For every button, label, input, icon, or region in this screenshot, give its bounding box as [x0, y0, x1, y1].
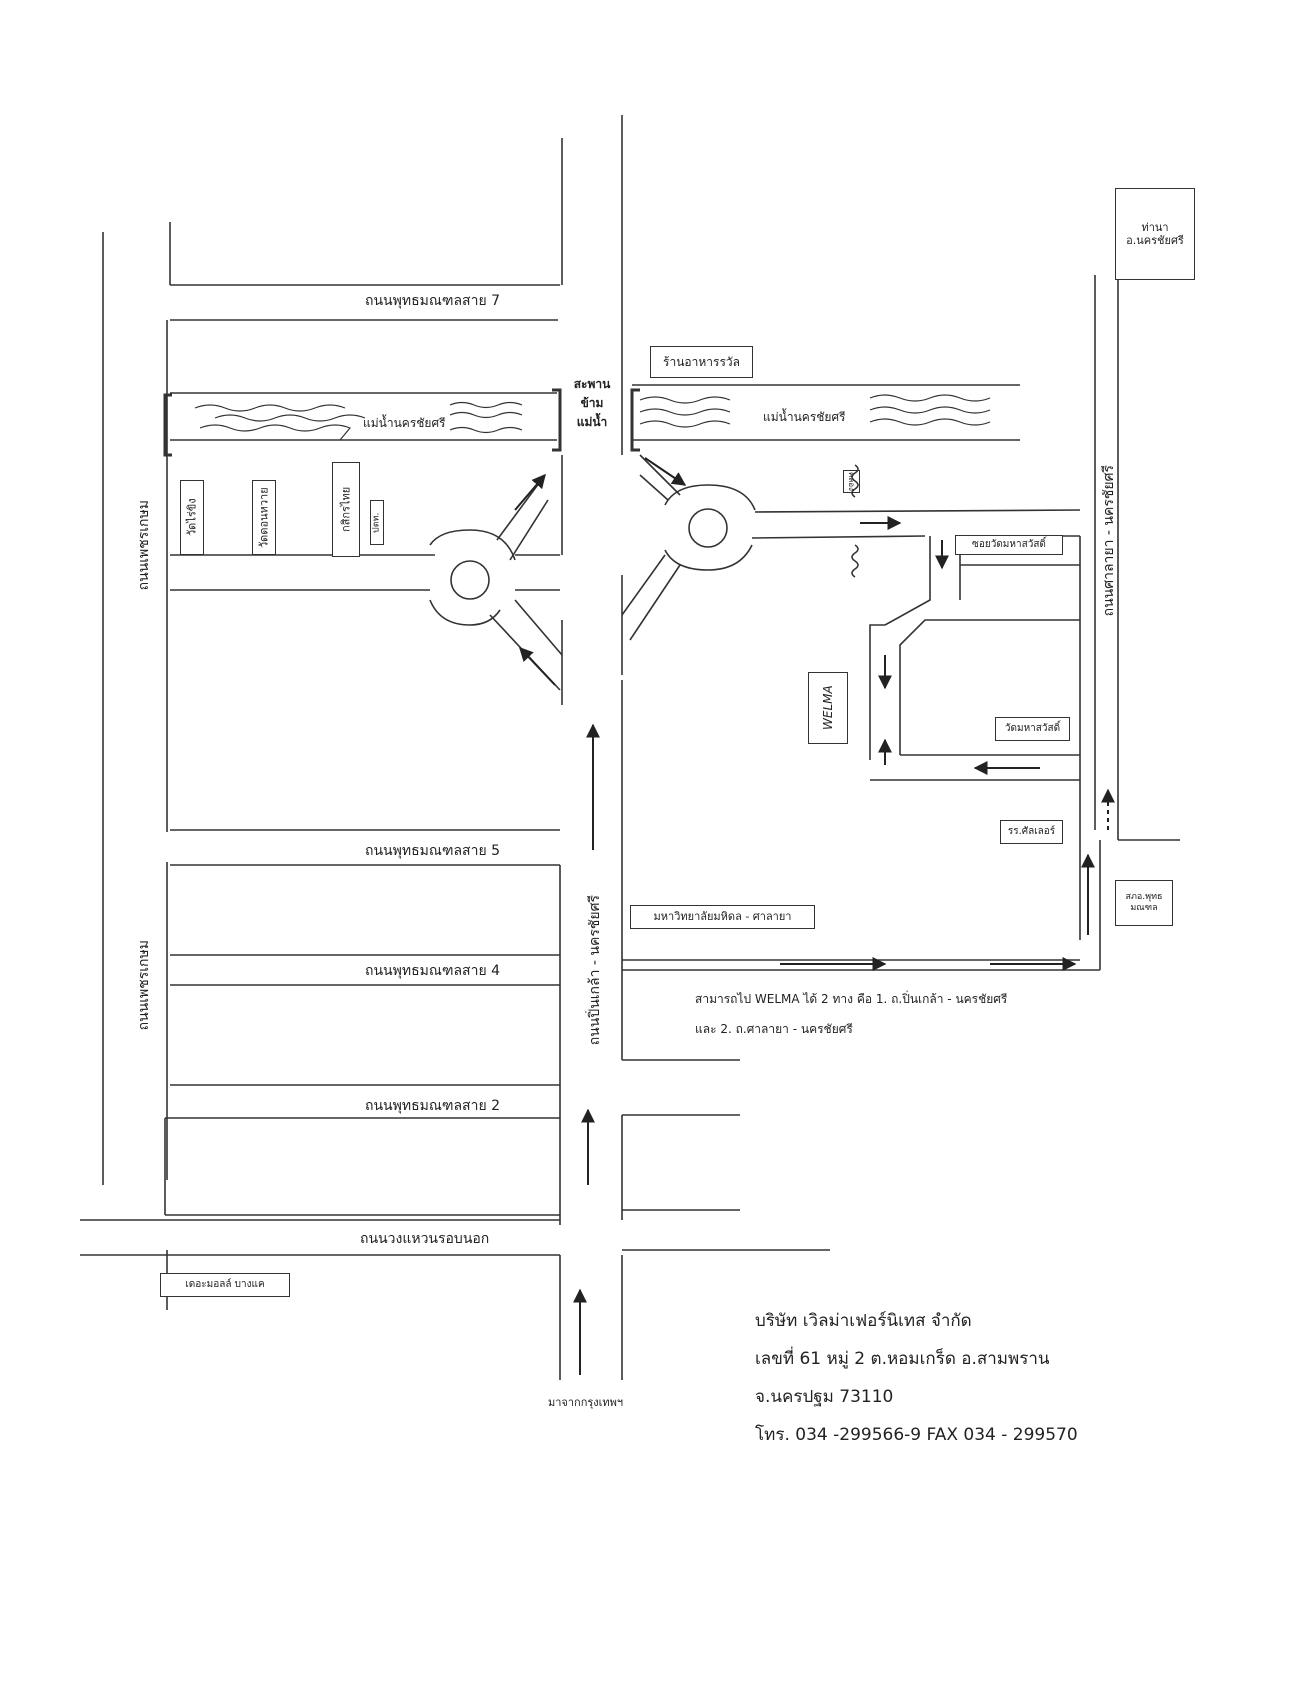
- roundabout-east-ring: [664, 484, 756, 571]
- east-road-south-edge: [751, 535, 926, 539]
- restaurant-box: ร้านอาหารรวัล: [650, 346, 753, 378]
- road-label-west-vertical-lower: ถนนเพชรเกษม: [136, 940, 152, 1031]
- wat-don-wai-box: วัดดอนหวาย: [252, 480, 276, 555]
- road-label-phutthamonthon-7: ถนนพุทธมณฑลสาย 7: [365, 293, 501, 309]
- road-label-west-vertical-upper: ถนนเพชรเกษม: [136, 500, 152, 591]
- company-phone: โทร. 034 -299566-9 FAX 034 - 299570: [755, 1425, 1078, 1445]
- bridge-bracket-west: [163, 393, 172, 457]
- arrow-roundabout-to-bridge: [514, 473, 546, 511]
- canal-wave-south: [851, 544, 859, 578]
- school-box: รร.ศัลเลอร์: [1000, 820, 1063, 844]
- arrow-main-to-roundabout: [519, 646, 556, 686]
- tha-na-box: ท่านา อ.นครชัยศรี: [1115, 188, 1195, 280]
- road-label-phutthamonthon-4: ถนนพุทธมณฑลสาย 4: [365, 963, 501, 979]
- direction-note-line2: และ 2. ถ.ศาลายา - นครชัยศรี: [695, 1022, 853, 1036]
- from-bangkok-label: มาจากกรุงเทพฯ: [548, 1396, 624, 1409]
- wat-mahasawat-box: วัดมหาสวัสดิ์: [995, 717, 1070, 741]
- roundabout-west-south-arm: [489, 599, 563, 691]
- roundabout-east-island: [688, 508, 728, 548]
- welma-box: WELMA: [808, 672, 848, 744]
- company-address-1: เลขที่ 61 หมู่ 2 ต.หอมเกร็ด อ.สามพราน: [755, 1349, 1050, 1369]
- river-waves: [194, 394, 991, 441]
- arrow-bridge-to-east-roundabout: [644, 457, 687, 486]
- road-label-phutthamonthon-5: ถนนพุทธมณฑลสาย 5: [365, 843, 501, 859]
- wat-rai-khing-box: วัดไร่ขิง: [180, 480, 204, 555]
- soi-wat-box: ซอยวัดมหาสวัสดิ์: [955, 535, 1063, 555]
- direction-note-line1: สามารถไป WELMA ได้ 2 ทาง คือ 1. ถ.ปิ่นเก…: [695, 992, 1008, 1006]
- river-label-left: แม่น้ำนครชัยศรี: [363, 416, 446, 430]
- police-box: สภอ.พุทธมณฑล: [1115, 880, 1173, 926]
- kasikorn-box: กสิกรไทย: [332, 462, 360, 557]
- roundabout-west-ring: [429, 529, 560, 626]
- east-road-north-edge: [754, 509, 1081, 513]
- roundabout-east-north-arm: [639, 454, 681, 501]
- small-station-box: ปตท.: [370, 500, 384, 545]
- road-label-pinklao: ถนนปิ่นเกล้า - นครชัยศรี: [587, 895, 603, 1046]
- company-name: บริษัท เวิลม่าเฟอร์นิเทส จำกัด: [755, 1311, 972, 1331]
- road-label-outer-ring: ถนนวงแหวนรอบนอก: [360, 1231, 490, 1247]
- university-box: มหาวิทยาลัยมหิดล - ศาลายา: [630, 905, 815, 929]
- company-address-2: จ.นครปฐม 73110: [755, 1387, 894, 1407]
- west-road-to-roundabout: [170, 554, 435, 591]
- roundabout-west-north-arm: [496, 474, 549, 561]
- bridge-label: สะพานข้ามแม่น้ำ: [573, 377, 611, 430]
- roundabout-east-south-arm: [621, 554, 681, 641]
- roundabout-west-island: [450, 560, 490, 600]
- central-box: เดอะมอลล์ บางแค: [160, 1273, 290, 1297]
- canal-label: คลอง: [843, 470, 860, 493]
- river-label-right: แม่น้ำนครชัยศรี: [763, 410, 846, 424]
- soi-west-edge: [869, 536, 931, 760]
- bridge-bracket-mid-left: [552, 388, 562, 452]
- road-label-phutthamonthon-2: ถนนพุทธมณฑลสาย 2: [365, 1098, 501, 1114]
- road-label-salaya: ถนนศาลายา - นครชัยศรี: [1101, 465, 1117, 617]
- bridge-bracket-mid-right: [630, 388, 640, 452]
